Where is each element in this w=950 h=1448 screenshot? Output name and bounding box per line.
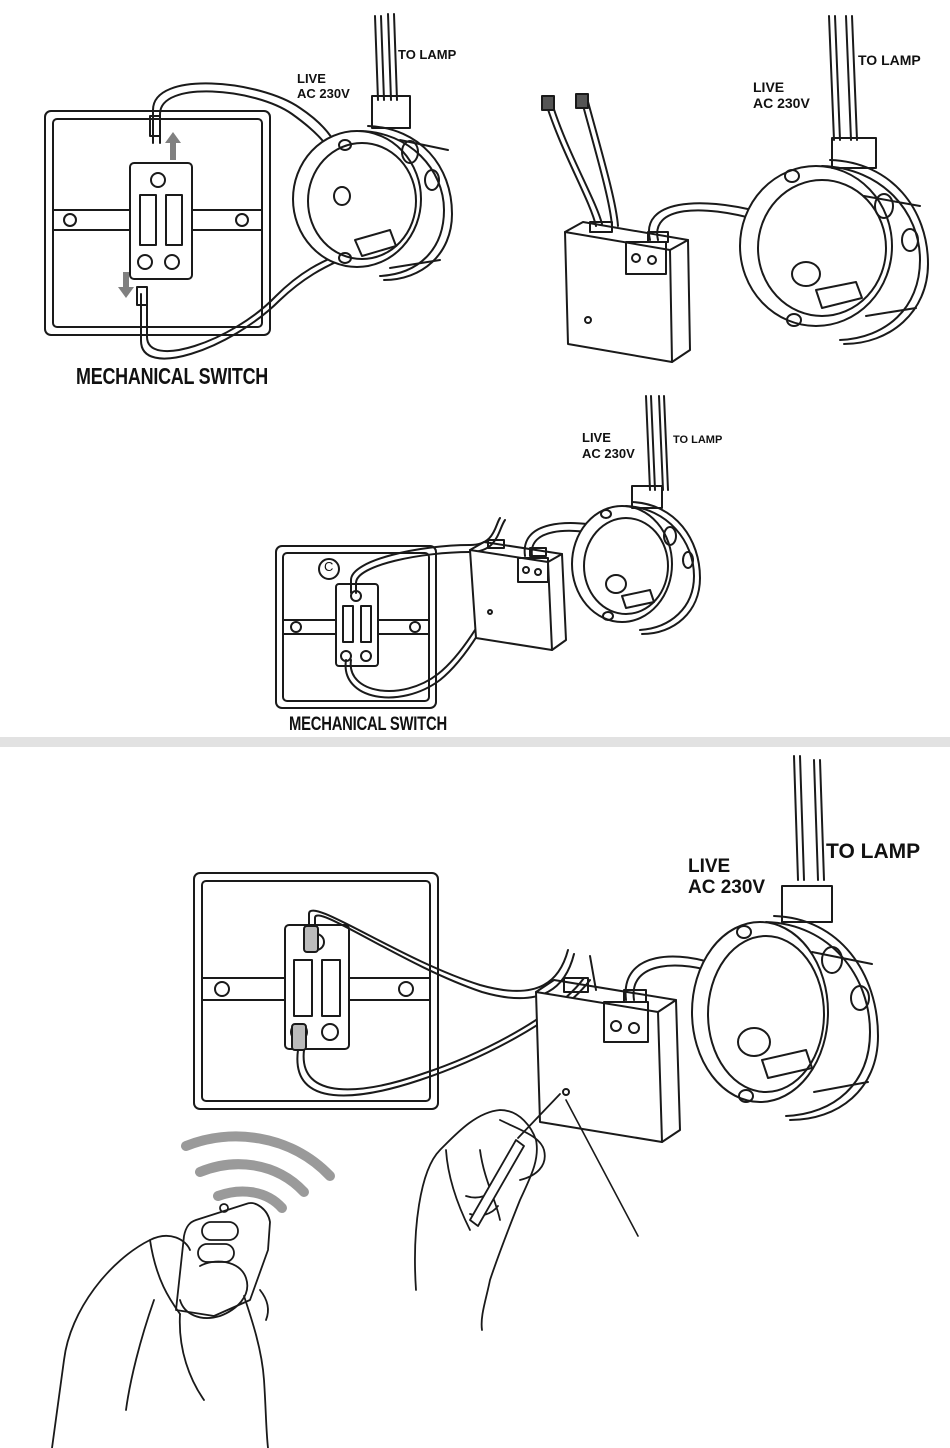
junction-box-icon: [740, 138, 928, 344]
to-lamp-label: TO LAMP: [673, 435, 722, 447]
live-label: LIVE: [688, 857, 730, 877]
voltage-label: AC 230V: [688, 878, 765, 898]
voltage-label: AC 230V: [753, 96, 810, 111]
switch-marker-label: C: [324, 560, 333, 574]
live-label: LIVE: [753, 80, 784, 95]
junction-box-icon: [293, 96, 452, 280]
junction-box-icon: [572, 486, 700, 634]
signal-waves-icon: [186, 1136, 330, 1208]
voltage-label: AC 230V: [297, 87, 350, 101]
remote-control-icon: [176, 1203, 270, 1316]
to-lamp-label: TO LAMP: [398, 48, 456, 62]
to-lamp-label: TO LAMP: [826, 841, 920, 863]
section-separator: [0, 737, 950, 747]
relay-module-icon: [536, 978, 680, 1142]
live-label: LIVE: [297, 72, 326, 86]
junction-box-icon: [692, 886, 878, 1120]
mechanical-switch-icon: [194, 873, 438, 1109]
relay-module-icon: [565, 222, 690, 362]
live-label: LIVE: [582, 431, 611, 445]
mechanical-switch-label: MECHANICAL SWITCH: [289, 715, 447, 735]
voltage-label: AC 230V: [582, 447, 635, 461]
mechanical-switch-label: MECHANICAL SWITCH: [76, 364, 268, 388]
relay-module-icon: [470, 540, 566, 650]
mechanical-switch-icon: [45, 111, 270, 335]
to-lamp-label: TO LAMP: [858, 53, 921, 68]
